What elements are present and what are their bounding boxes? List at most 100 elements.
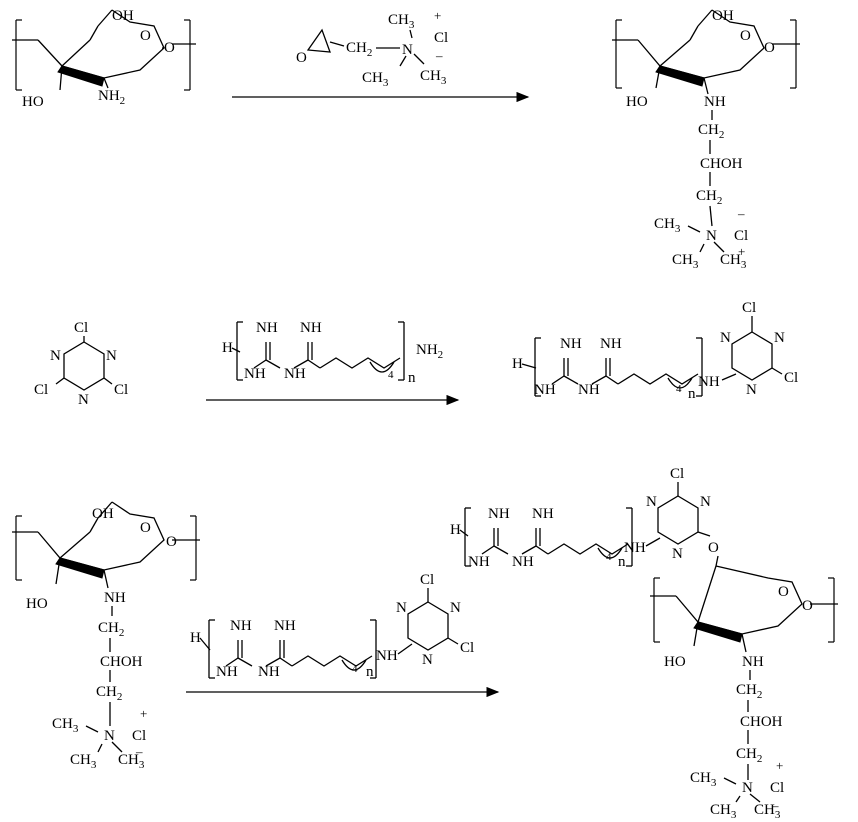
label-imine-2: NH (600, 336, 622, 352)
label-ch3-left: CH3 (654, 216, 681, 235)
product-triazinyl-polyguanidine: H NH NH NH NH 4 n NH Cl N N N Cl (512, 300, 798, 402)
label-ho: HO (664, 654, 686, 670)
label-n-3: N (422, 652, 433, 668)
label-ch2-a: CH2 (736, 682, 762, 701)
label-plus: + (434, 8, 441, 23)
label-n: N (742, 780, 753, 796)
label-imine-2: NH (300, 320, 322, 336)
label-ch3-bottom-left: CH3 (70, 752, 97, 771)
label-imine-2: NH (274, 618, 296, 634)
label-h: H (222, 340, 233, 356)
label-ether-o: O (708, 540, 719, 556)
label-nh-2: NH (284, 366, 306, 382)
label-imine-1: NH (230, 618, 252, 634)
label-glyc-o: O (764, 40, 775, 56)
label-cl-top: Cl (670, 466, 684, 482)
label-cl: Cl (770, 780, 784, 796)
product-polyguanidine-grafted-chitosan: H NH NH NH NH 4 n NH Cl N N N O O O HO N (450, 466, 838, 821)
label-oh: OH (712, 8, 734, 24)
label-nh: NH (698, 374, 720, 390)
label-cl-top: Cl (420, 572, 434, 588)
label-nh-1: NH (216, 664, 238, 680)
reactant-cyanuric-chloride: Cl N N N Cl Cl (34, 320, 128, 408)
label-n-1: N (720, 330, 731, 346)
label-nh: NH (704, 94, 726, 110)
label-sub-n: n (366, 664, 374, 680)
label-glyc-o: O (802, 598, 813, 614)
label-cl-right: Cl (460, 640, 474, 656)
label-n-1: N (396, 600, 407, 616)
label-n-1: N (50, 348, 61, 364)
label-plus: + (140, 706, 147, 721)
label-ch3-top: CH3 (388, 12, 415, 31)
label-imine-1: NH (256, 320, 278, 336)
label-nh: NH (624, 540, 646, 556)
label-n: N (402, 42, 413, 58)
label-nh: NH (104, 590, 126, 606)
label-nh-2: NH (578, 382, 600, 398)
label-ch2-b: CH2 (96, 684, 122, 703)
label-nh-2: NH (258, 664, 280, 680)
label-cl: Cl (132, 728, 146, 744)
label-oh: OH (112, 8, 134, 24)
label-ring-o: O (140, 520, 151, 536)
label-ch3-left: CH3 (52, 716, 79, 735)
label-minus: – (435, 48, 443, 63)
reagent-polyguanidine: H NH NH NH NH 4 n NH2 (222, 320, 443, 386)
label-ch3-bottom-left: CH3 (672, 252, 699, 271)
label-cl: Cl (734, 228, 748, 244)
label-n-3: N (746, 382, 757, 398)
label-h: H (450, 522, 461, 538)
label-ch3-left: CH3 (690, 770, 717, 789)
label-nh-1: NH (244, 366, 266, 382)
label-choh: CHOH (740, 714, 783, 730)
label-ch3-bottom-left: CH3 (710, 802, 737, 821)
label-imine-1: NH (488, 506, 510, 522)
label-nh: NH (376, 648, 398, 664)
label-n-2: N (774, 330, 785, 346)
reagent-triazinyl-polyguanidine: H NH NH NH NH 4 n NH Cl N N N Cl (190, 572, 474, 680)
label-ch2: CH2 (346, 40, 372, 59)
label-cl-top: Cl (74, 320, 88, 336)
label-sub-4: 4 (388, 369, 394, 381)
label-nh: NH (742, 654, 764, 670)
label-n-2: N (700, 494, 711, 510)
label-sub-4: 4 (352, 663, 358, 675)
label-ch2-a: CH2 (698, 122, 724, 141)
label-n-2: N (450, 600, 461, 616)
label-ho: HO (22, 94, 44, 110)
label-ring-o: O (778, 584, 789, 600)
label-ho: HO (26, 596, 48, 612)
label-cl: Cl (434, 30, 448, 46)
label-h: H (512, 356, 523, 372)
label-sub-4: 4 (676, 383, 682, 395)
label-n-3: N (78, 392, 89, 408)
label-oh: OH (92, 506, 114, 522)
label-plus: + (738, 244, 745, 259)
label-ch2-a: CH2 (98, 620, 124, 639)
label-n-2: N (106, 348, 117, 364)
reagent-glycidyl-ammonium: O CH2 N CH3 + Cl – CH3 CH3 (296, 8, 448, 89)
label-h: H (190, 630, 201, 646)
label-sub-n: n (688, 386, 696, 402)
label-nh2: NH2 (416, 342, 443, 361)
reactant-chitosan: OH O O HO NH2 (12, 8, 196, 110)
label-ch3-right: CH3 (420, 68, 447, 87)
label-cl-top: Cl (742, 300, 756, 316)
label-nh-1: NH (468, 554, 490, 570)
label-sub-4: 4 (606, 551, 612, 563)
label-cl-left: Cl (34, 382, 48, 398)
label-n-3: N (672, 546, 683, 562)
label-ring-o: O (740, 28, 751, 44)
label-n-1: N (646, 494, 657, 510)
label-nh-2: NH (512, 554, 534, 570)
label-ch2-b: CH2 (736, 746, 762, 765)
reactant-quaternized-chitosan: OH O O HO NH CH2 CHOH CH2 N CH3 + Cl – C… (12, 502, 200, 771)
label-ch2-b: CH2 (696, 188, 722, 207)
label-choh: CHOH (100, 654, 143, 670)
label-imine-2: NH (532, 506, 554, 522)
label-plus: + (776, 758, 783, 773)
label-imine-1: NH (560, 336, 582, 352)
label-ch3-left: CH3 (362, 70, 389, 89)
